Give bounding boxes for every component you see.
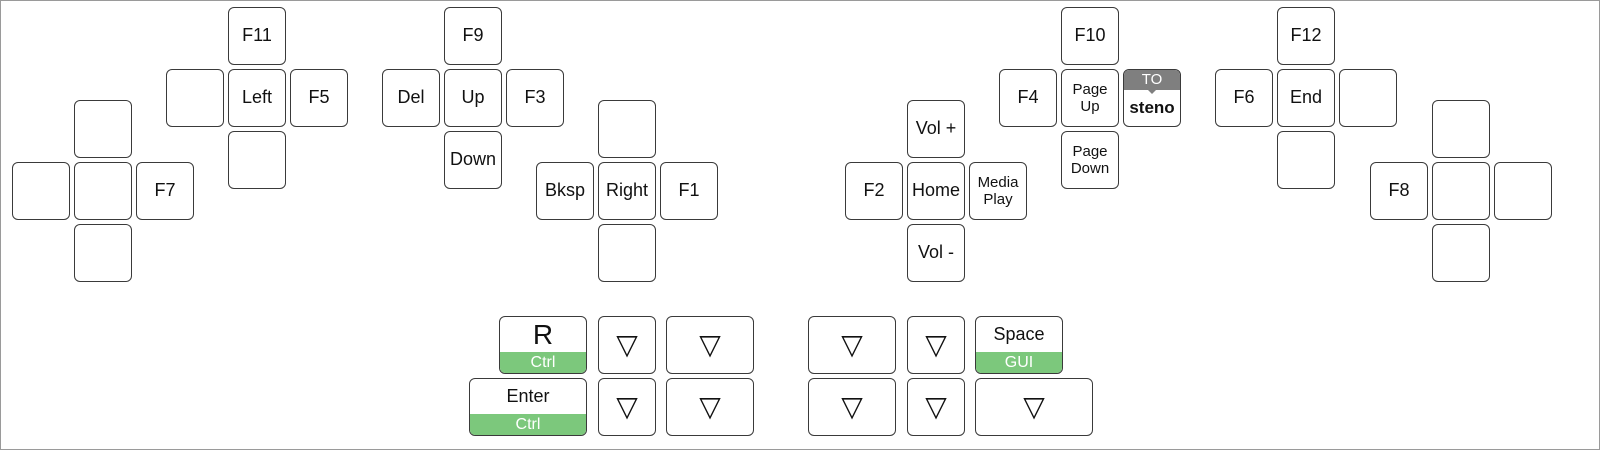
key-label: Left [241, 87, 273, 108]
key-label: Vol + [915, 118, 957, 139]
key-enter-ctrl[interactable]: Enter Ctrl [469, 378, 587, 436]
key-label: End [1289, 87, 1323, 108]
key-label: Del [397, 87, 425, 108]
key-blank[interactable] [166, 69, 224, 127]
transparent-icon: ▽ [841, 390, 863, 422]
transparent-icon: ▽ [699, 390, 721, 422]
key-transparent[interactable]: ▽ [907, 316, 965, 374]
key-f6[interactable]: F6 [1215, 69, 1273, 127]
key-label: F7 [154, 180, 176, 201]
key-blank[interactable] [74, 162, 132, 220]
key-label: F3 [524, 87, 546, 108]
key-bksp[interactable]: Bksp [536, 162, 594, 220]
layer-tag: TO [1124, 70, 1180, 90]
key-transparent[interactable]: ▽ [598, 378, 656, 436]
key-label: F11 [242, 25, 272, 46]
key-end[interactable]: End [1277, 69, 1335, 127]
key-blank[interactable] [598, 224, 656, 282]
key-blank[interactable] [1432, 162, 1490, 220]
key-transparent[interactable]: ▽ [808, 316, 896, 374]
key-label: Up [461, 87, 485, 108]
transparent-icon: ▽ [1023, 390, 1045, 422]
key-label: Right [605, 180, 649, 201]
key-f2[interactable]: F2 [845, 162, 903, 220]
hold-label: GUI [976, 352, 1062, 373]
key-f7[interactable]: F7 [136, 162, 194, 220]
key-right[interactable]: Right [598, 162, 656, 220]
key-page-up[interactable]: Page Up [1061, 69, 1119, 127]
key-blank[interactable] [1432, 100, 1490, 158]
key-label: Page Up [1072, 80, 1108, 115]
key-label: Home [911, 180, 960, 201]
key-transparent[interactable]: ▽ [666, 378, 754, 436]
key-label: F8 [1388, 180, 1410, 201]
key-label: Space [993, 324, 1045, 345]
key-label: F4 [1017, 87, 1039, 108]
key-blank[interactable] [12, 162, 70, 220]
hold-label: Ctrl [500, 352, 586, 373]
key-transparent[interactable]: ▽ [598, 316, 656, 374]
key-f10[interactable]: F10 [1061, 7, 1119, 65]
key-label: R [532, 318, 554, 350]
key-blank[interactable] [74, 100, 132, 158]
key-transparent[interactable]: ▽ [907, 378, 965, 436]
key-up[interactable]: Up [444, 69, 502, 127]
key-label: F10 [1074, 25, 1106, 46]
key-label: steno [1129, 97, 1175, 117]
key-f1[interactable]: F1 [660, 162, 718, 220]
layer-pointer-icon [1146, 88, 1158, 94]
hold-label: Ctrl [470, 414, 586, 435]
key-del[interactable]: Del [382, 69, 440, 127]
key-label: F5 [308, 87, 330, 108]
key-f8[interactable]: F8 [1370, 162, 1428, 220]
key-blank[interactable] [1277, 131, 1335, 189]
key-f12[interactable]: F12 [1277, 7, 1335, 65]
key-vol-down[interactable]: Vol - [907, 224, 965, 282]
key-space-gui[interactable]: Space GUI [975, 316, 1063, 374]
key-label: Enter [506, 386, 550, 407]
key-transparent[interactable]: ▽ [975, 378, 1093, 436]
key-label: Bksp [544, 180, 586, 201]
key-blank[interactable] [74, 224, 132, 282]
key-f3[interactable]: F3 [506, 69, 564, 127]
key-blank[interactable] [1339, 69, 1397, 127]
key-label: Vol - [917, 242, 955, 263]
transparent-icon: ▽ [616, 390, 638, 422]
key-f9[interactable]: F9 [444, 7, 502, 65]
key-label: F12 [1290, 25, 1322, 46]
key-blank[interactable] [1432, 224, 1490, 282]
transparent-icon: ▽ [699, 328, 721, 360]
key-label: Page Down [1070, 142, 1110, 177]
key-blank[interactable] [598, 100, 656, 158]
key-down[interactable]: Down [444, 131, 502, 189]
key-vol-up[interactable]: Vol + [907, 100, 965, 158]
key-label: Down [449, 149, 497, 170]
transparent-icon: ▽ [925, 328, 947, 360]
key-transparent[interactable]: ▽ [666, 316, 754, 374]
transparent-icon: ▽ [616, 328, 638, 360]
key-home[interactable]: Home [907, 162, 965, 220]
key-f4[interactable]: F4 [999, 69, 1057, 127]
key-blank[interactable] [1494, 162, 1552, 220]
key-f11[interactable]: F11 [228, 7, 286, 65]
key-blank[interactable] [228, 131, 286, 189]
key-left[interactable]: Left [228, 69, 286, 127]
key-f5[interactable]: F5 [290, 69, 348, 127]
key-page-down[interactable]: Page Down [1061, 131, 1119, 189]
key-r-ctrl[interactable]: R Ctrl [499, 316, 587, 374]
key-label: F6 [1233, 87, 1255, 108]
key-transparent[interactable]: ▽ [808, 378, 896, 436]
key-label: F9 [462, 25, 484, 46]
key-label: F2 [863, 180, 885, 201]
transparent-icon: ▽ [841, 328, 863, 360]
key-media-play[interactable]: Media Play [969, 162, 1027, 220]
key-label: F1 [678, 180, 700, 201]
key-label: Media Play [977, 173, 1019, 208]
key-to-steno[interactable]: TO steno [1123, 69, 1181, 127]
transparent-icon: ▽ [925, 390, 947, 422]
